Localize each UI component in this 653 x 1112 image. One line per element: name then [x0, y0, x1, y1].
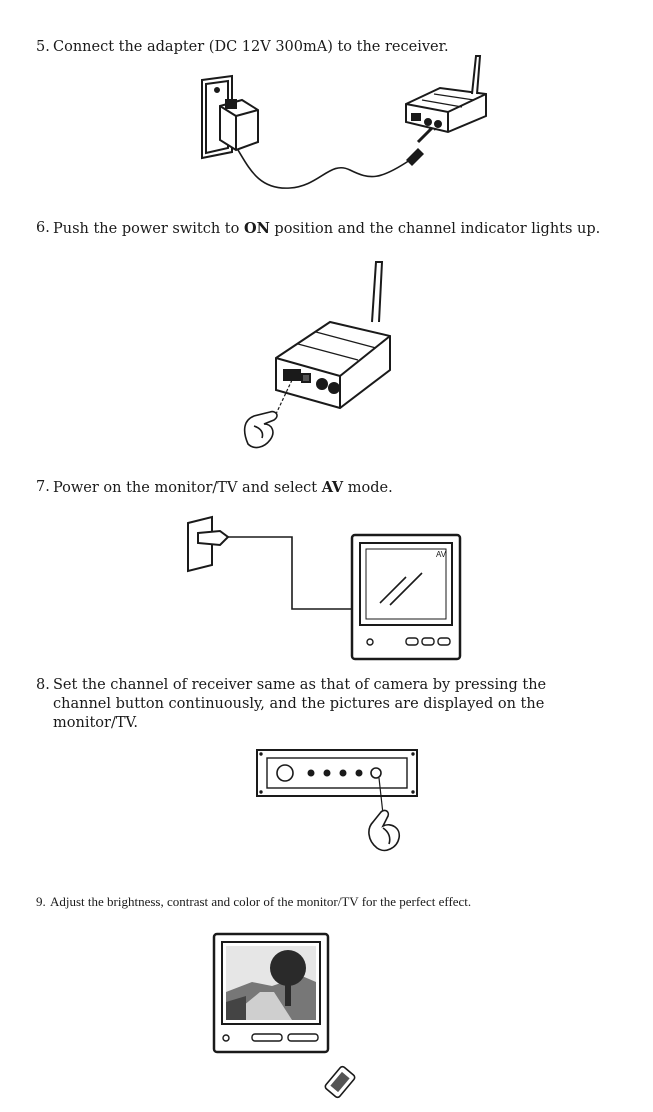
channel-button-figure	[255, 748, 425, 858]
step-5: 5. Connect the adapter (DC 12V 300mA) to…	[36, 38, 616, 57]
step-number: 9.	[36, 894, 46, 909]
step-number: 7.	[36, 479, 50, 495]
step-number: 6.	[36, 220, 50, 236]
receiver-front-panel	[256, 749, 418, 797]
on-keyword: ON	[243, 220, 270, 237]
step-text: Power on the monitor/TV and select AV mo…	[53, 479, 393, 496]
screen-av-label: AV	[436, 550, 447, 559]
power-adapter-icon	[219, 98, 259, 152]
monitor-icon	[350, 533, 462, 661]
remote-control-icon	[324, 1065, 356, 1099]
step-text: Set the channel of receiver same as that…	[53, 677, 547, 731]
adapter-to-receiver-figure	[180, 55, 510, 200]
step-7: 7. Power on the monitor/TV and select AV…	[36, 478, 616, 498]
step-6: 6. Push the power switch to ON position …	[36, 219, 626, 239]
step-text: Push the power switch to ON position and…	[53, 220, 601, 237]
monitor-icon	[212, 932, 330, 1054]
hand-pointer-icon	[243, 410, 278, 449]
step-text: Connect the adapter (DC 12V 300mA) to th…	[53, 39, 449, 55]
receiver-icon	[275, 320, 391, 410]
receiver-icon	[405, 86, 487, 134]
monitor-power-figure: AV	[180, 505, 470, 665]
step-text: Adjust the brightness, contrast and colo…	[50, 894, 472, 909]
adjust-monitor-figure	[212, 932, 392, 1112]
step-number: 8.	[36, 677, 50, 693]
wall-outlet-icon	[187, 515, 230, 573]
landscape-picture	[226, 946, 316, 1020]
hand-pointer-icon	[368, 809, 401, 852]
antenna-icon	[371, 261, 384, 323]
av-keyword: AV	[321, 479, 344, 496]
power-switch-figure	[230, 261, 430, 452]
antenna-icon	[471, 55, 482, 95]
step-number: 5.	[36, 39, 50, 55]
step-9: 9. Adjust the brightness, contrast and c…	[36, 894, 596, 910]
step-8: 8. Set the channel of receiver same as t…	[36, 676, 596, 733]
